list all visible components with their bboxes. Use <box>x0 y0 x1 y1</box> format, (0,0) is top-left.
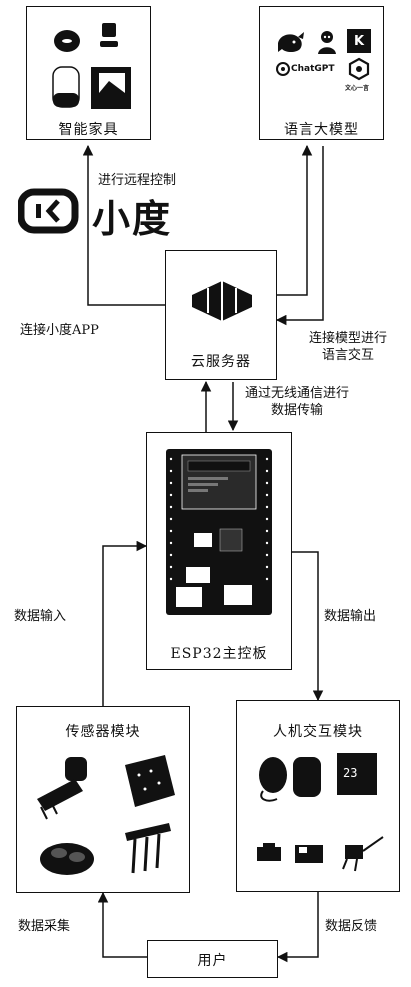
hmi-module-label: 人机交互模块 <box>273 724 363 740</box>
edge-label-connect-llm-line1: 连接模型进行 <box>309 331 388 346</box>
user-node: 用户 <box>147 940 278 978</box>
esp32-board-icon <box>166 449 272 615</box>
hmi-module-node: 人机交互模块 23 <box>236 700 400 892</box>
xiaodu-logo-icon <box>18 188 79 234</box>
xiaodu-brand-text: 小度 <box>92 197 173 241</box>
edge-label-wireless: 通过无线通信进行 数据传输 <box>245 385 349 419</box>
deepseek-whale-icon <box>278 32 304 52</box>
edge-label-connect-llm: 连接模型进行 语言交互 <box>309 330 387 364</box>
edge-label-remote-control: 进行远程控制 <box>98 173 177 188</box>
esp32-node: ESP32主控板 <box>146 432 292 670</box>
edge-label-wireless-line2: 数据传输 <box>271 403 324 418</box>
smart-home-devices-icon <box>52 23 131 109</box>
edge-label-data-input: 数据输入 <box>14 609 67 624</box>
cloud-server-label: 云服务器 <box>191 354 251 370</box>
edge-label-connect-xiaodu: 连接小度APP <box>20 323 99 338</box>
smart-home-node: 智能家具 <box>26 6 151 140</box>
chatgpt-logo-icon <box>276 62 290 76</box>
arrow-cloud-to-llm <box>275 144 313 296</box>
cloud-server-node: 云服务器 <box>165 250 277 380</box>
smart-home-label: 智能家具 <box>58 122 119 138</box>
user-label: 用户 <box>197 953 228 969</box>
arrow-user-to-sensor <box>97 891 147 958</box>
wenxin-logo-text: 文心一言 <box>345 85 370 92</box>
edge-label-data-feedback: 数据反馈 <box>325 919 378 934</box>
edge-label-data-collect: 数据采集 <box>18 919 71 934</box>
arrow-esp32-to-hmi <box>292 551 324 702</box>
tongyi-avatar-icon <box>318 31 336 54</box>
sensor-parts-icon <box>37 755 175 875</box>
edge-label-connect-llm-line2: 语言交互 <box>322 348 375 363</box>
arrow-hmi-to-user <box>276 892 319 963</box>
arrow-llm-to-cloud <box>275 146 324 326</box>
sensor-module-label: 传感器模块 <box>65 724 141 740</box>
arrow-sensor-to-esp32 <box>102 540 148 706</box>
hmi-parts-icon: 23 <box>257 753 384 872</box>
sensor-module-node: 传感器模块 <box>16 706 190 893</box>
hmi-display-readout: 23 <box>343 766 357 780</box>
llm-label: 语言大模型 <box>284 122 359 138</box>
wenxin-logo-icon <box>348 57 370 81</box>
esp32-label: ESP32主控板 <box>170 646 268 662</box>
llm-node: K ChatGPT 文心一言 语言大模型 <box>259 6 384 140</box>
kimi-logo-icon: K <box>347 29 371 53</box>
xiaodu-brand: 小度 <box>18 186 178 241</box>
edge-label-wireless-line1: 通过无线通信进行 <box>245 386 350 401</box>
edge-label-data-output: 数据输出 <box>324 609 377 624</box>
cloud-server-icon <box>192 281 252 321</box>
chatgpt-logo-text: ChatGPT <box>291 64 335 74</box>
arrow-cloud-to-smart-home <box>82 144 165 306</box>
